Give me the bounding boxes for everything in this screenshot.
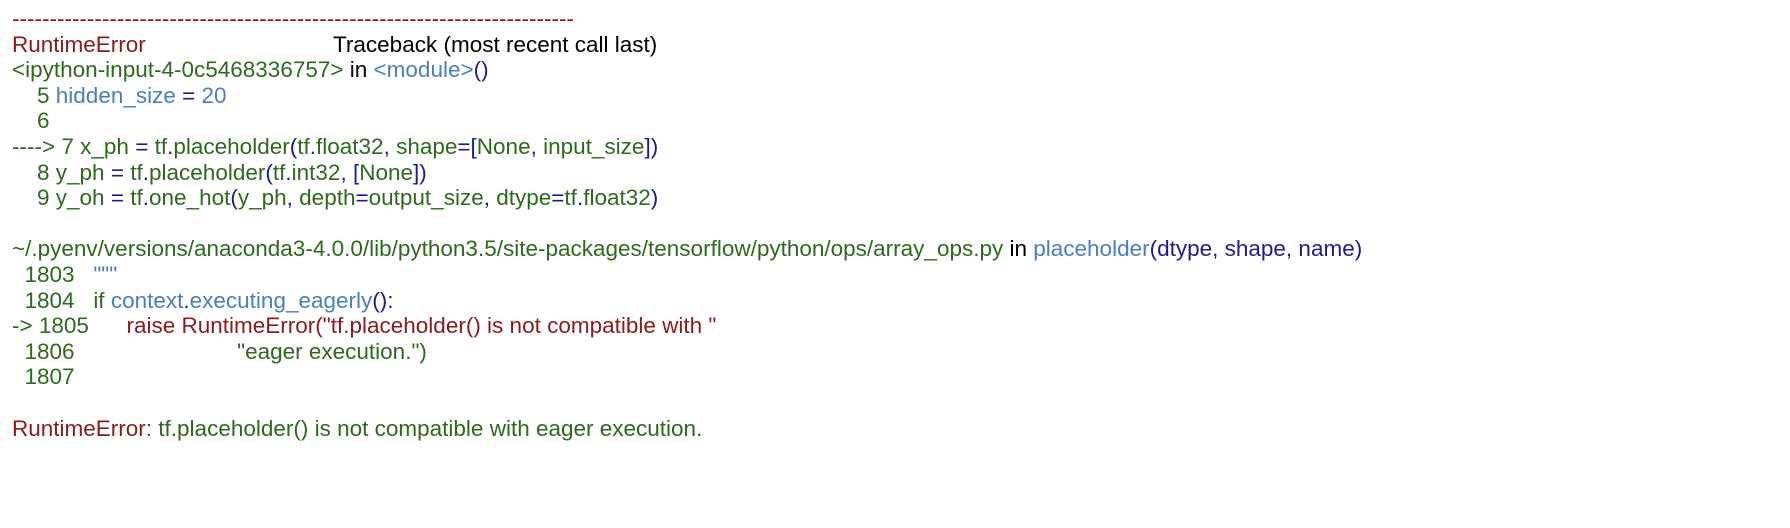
code-segment: RuntimeError bbox=[12, 31, 146, 57]
traceback-line: RuntimeError Traceback (most recent call … bbox=[12, 32, 1362, 58]
traceback-line: RuntimeError: tf.placeholder() is not co… bbox=[12, 416, 1362, 442]
code-segment: tf bbox=[272, 159, 286, 185]
code-segment: None bbox=[476, 133, 531, 159]
code-segment: RuntimeError bbox=[12, 415, 146, 441]
code-segment: . bbox=[142, 159, 150, 185]
code-segment: . bbox=[576, 185, 584, 211]
code-segment: . bbox=[142, 185, 150, 211]
code-segment: raise RuntimeError("tf.placeholder() is … bbox=[126, 313, 717, 339]
code-segment: in bbox=[1003, 236, 1034, 262]
code-segment: y_ph bbox=[237, 185, 287, 211]
code-segment: tf bbox=[130, 159, 143, 185]
code-segment: . bbox=[285, 159, 292, 185]
traceback-line: <ipython-input-4-0c5468336757> in <modul… bbox=[12, 57, 1362, 83]
code-segment: y_oh bbox=[55, 185, 111, 211]
code-segment: ----------------------------------------… bbox=[12, 6, 574, 31]
code-segment: () bbox=[372, 287, 388, 313]
code-segment: = bbox=[182, 82, 202, 108]
code-segment: . bbox=[309, 133, 316, 159]
code-segment: shape bbox=[396, 133, 458, 159]
traceback-line: -> 1805 raise RuntimeError("tf.placehold… bbox=[12, 313, 1362, 339]
traceback-line: ----------------------------------------… bbox=[12, 6, 1362, 32]
code-segment: (dtype, shape, name) bbox=[1149, 236, 1363, 262]
code-segment: . bbox=[167, 133, 174, 159]
code-segment: dtype bbox=[496, 185, 552, 211]
code-segment: , bbox=[383, 133, 397, 159]
traceback-line: 1807 bbox=[12, 364, 1362, 390]
code-segment: placeholder bbox=[149, 159, 266, 185]
code-segment: tf bbox=[564, 185, 577, 211]
code-segment: <module> bbox=[373, 57, 474, 83]
traceback-line: 6 bbox=[12, 108, 1362, 134]
code-segment: = bbox=[551, 185, 565, 211]
traceback-line: 1806 "eager execution.") bbox=[12, 339, 1362, 365]
traceback-line: 8 y_ph = tf.placeholder(tf.int32, [None]… bbox=[12, 160, 1362, 186]
code-segment: 1807 bbox=[12, 364, 75, 390]
code-segment: , bbox=[530, 133, 544, 159]
code-segment: context bbox=[110, 287, 184, 313]
code-segment: in bbox=[343, 57, 374, 83]
code-segment: ) bbox=[650, 185, 659, 211]
code-segment: x_ph bbox=[80, 133, 136, 159]
code-segment: 9 bbox=[12, 185, 56, 211]
code-segment: : tf.placeholder() is not compatible wit… bbox=[145, 415, 703, 441]
code-segment: , bbox=[483, 185, 497, 211]
code-segment: tf bbox=[154, 133, 168, 159]
code-segment: tf bbox=[130, 185, 143, 211]
code-segment: 1804 bbox=[12, 287, 94, 313]
code-segment: ----> 7 bbox=[12, 133, 81, 159]
code-segment: ]) bbox=[413, 159, 427, 185]
traceback-output: ----------------------------------------… bbox=[12, 6, 1362, 441]
code-segment: placeholder bbox=[173, 133, 290, 159]
code-segment: =[ bbox=[457, 133, 477, 159]
code-segment: 20 bbox=[201, 82, 227, 108]
code-segment: if bbox=[93, 287, 111, 313]
code-segment: placeholder bbox=[1033, 236, 1150, 262]
traceback-line: 9 y_oh = tf.one_hot(y_ph, depth=output_s… bbox=[12, 185, 1362, 211]
code-segment: output_size bbox=[368, 185, 484, 211]
blank-line bbox=[12, 211, 1362, 237]
code-segment: , bbox=[286, 185, 300, 211]
code-segment: Traceback (most recent call last) bbox=[333, 31, 658, 57]
code-segment: 5 bbox=[12, 82, 56, 108]
code-segment: 1803 bbox=[12, 261, 94, 287]
code-segment: = bbox=[110, 159, 131, 185]
code-segment: ~/.pyenv/versions/anaconda3-4.0.0/lib/py… bbox=[12, 236, 1004, 262]
code-segment: , [ bbox=[340, 159, 360, 185]
code-segment: ( bbox=[265, 159, 273, 185]
code-segment: . bbox=[183, 287, 190, 313]
blank-line bbox=[12, 390, 1362, 416]
code-segment: None bbox=[359, 159, 413, 185]
code-segment: float32 bbox=[316, 133, 384, 159]
code-segment: one_hot bbox=[149, 185, 231, 211]
code-segment: """ bbox=[93, 261, 118, 287]
traceback-line: ~/.pyenv/versions/anaconda3-4.0.0/lib/py… bbox=[12, 236, 1362, 262]
code-segment: = bbox=[355, 185, 369, 211]
code-segment: = bbox=[135, 133, 155, 159]
code-segment: input_size bbox=[543, 133, 645, 159]
code-segment: () bbox=[473, 57, 489, 83]
code-segment: ( bbox=[289, 133, 298, 159]
code-segment: depth bbox=[299, 185, 356, 211]
code-segment: executing_eagerly bbox=[189, 287, 373, 313]
code-segment: 6 bbox=[12, 108, 50, 134]
traceback-line: ----> 7 x_ph = tf.placeholder(tf.float32… bbox=[12, 134, 1362, 160]
code-segment: tf bbox=[297, 133, 310, 159]
code-segment: y_ph bbox=[55, 159, 111, 185]
code-segment: -> 1805 bbox=[12, 313, 127, 339]
traceback-line: 1803 """ bbox=[12, 262, 1362, 288]
code-segment: ( bbox=[230, 185, 238, 211]
code-segment: hidden_size bbox=[55, 82, 183, 108]
code-segment: <ipython-input-4-0c5468336757> bbox=[12, 57, 344, 83]
code-segment: 1806 bbox=[12, 338, 238, 364]
code-segment: "eager execution.") bbox=[237, 338, 427, 364]
code-segment: = bbox=[110, 185, 131, 211]
code-segment: 8 bbox=[12, 159, 56, 185]
code-segment: int32 bbox=[291, 159, 341, 185]
code-segment: ]) bbox=[644, 133, 659, 159]
traceback-line: 5 hidden_size = 20 bbox=[12, 83, 1362, 109]
traceback-line: 1804 if context.executing_eagerly(): bbox=[12, 288, 1362, 314]
code-segment: : bbox=[387, 287, 394, 313]
code-segment: float32 bbox=[583, 185, 651, 211]
